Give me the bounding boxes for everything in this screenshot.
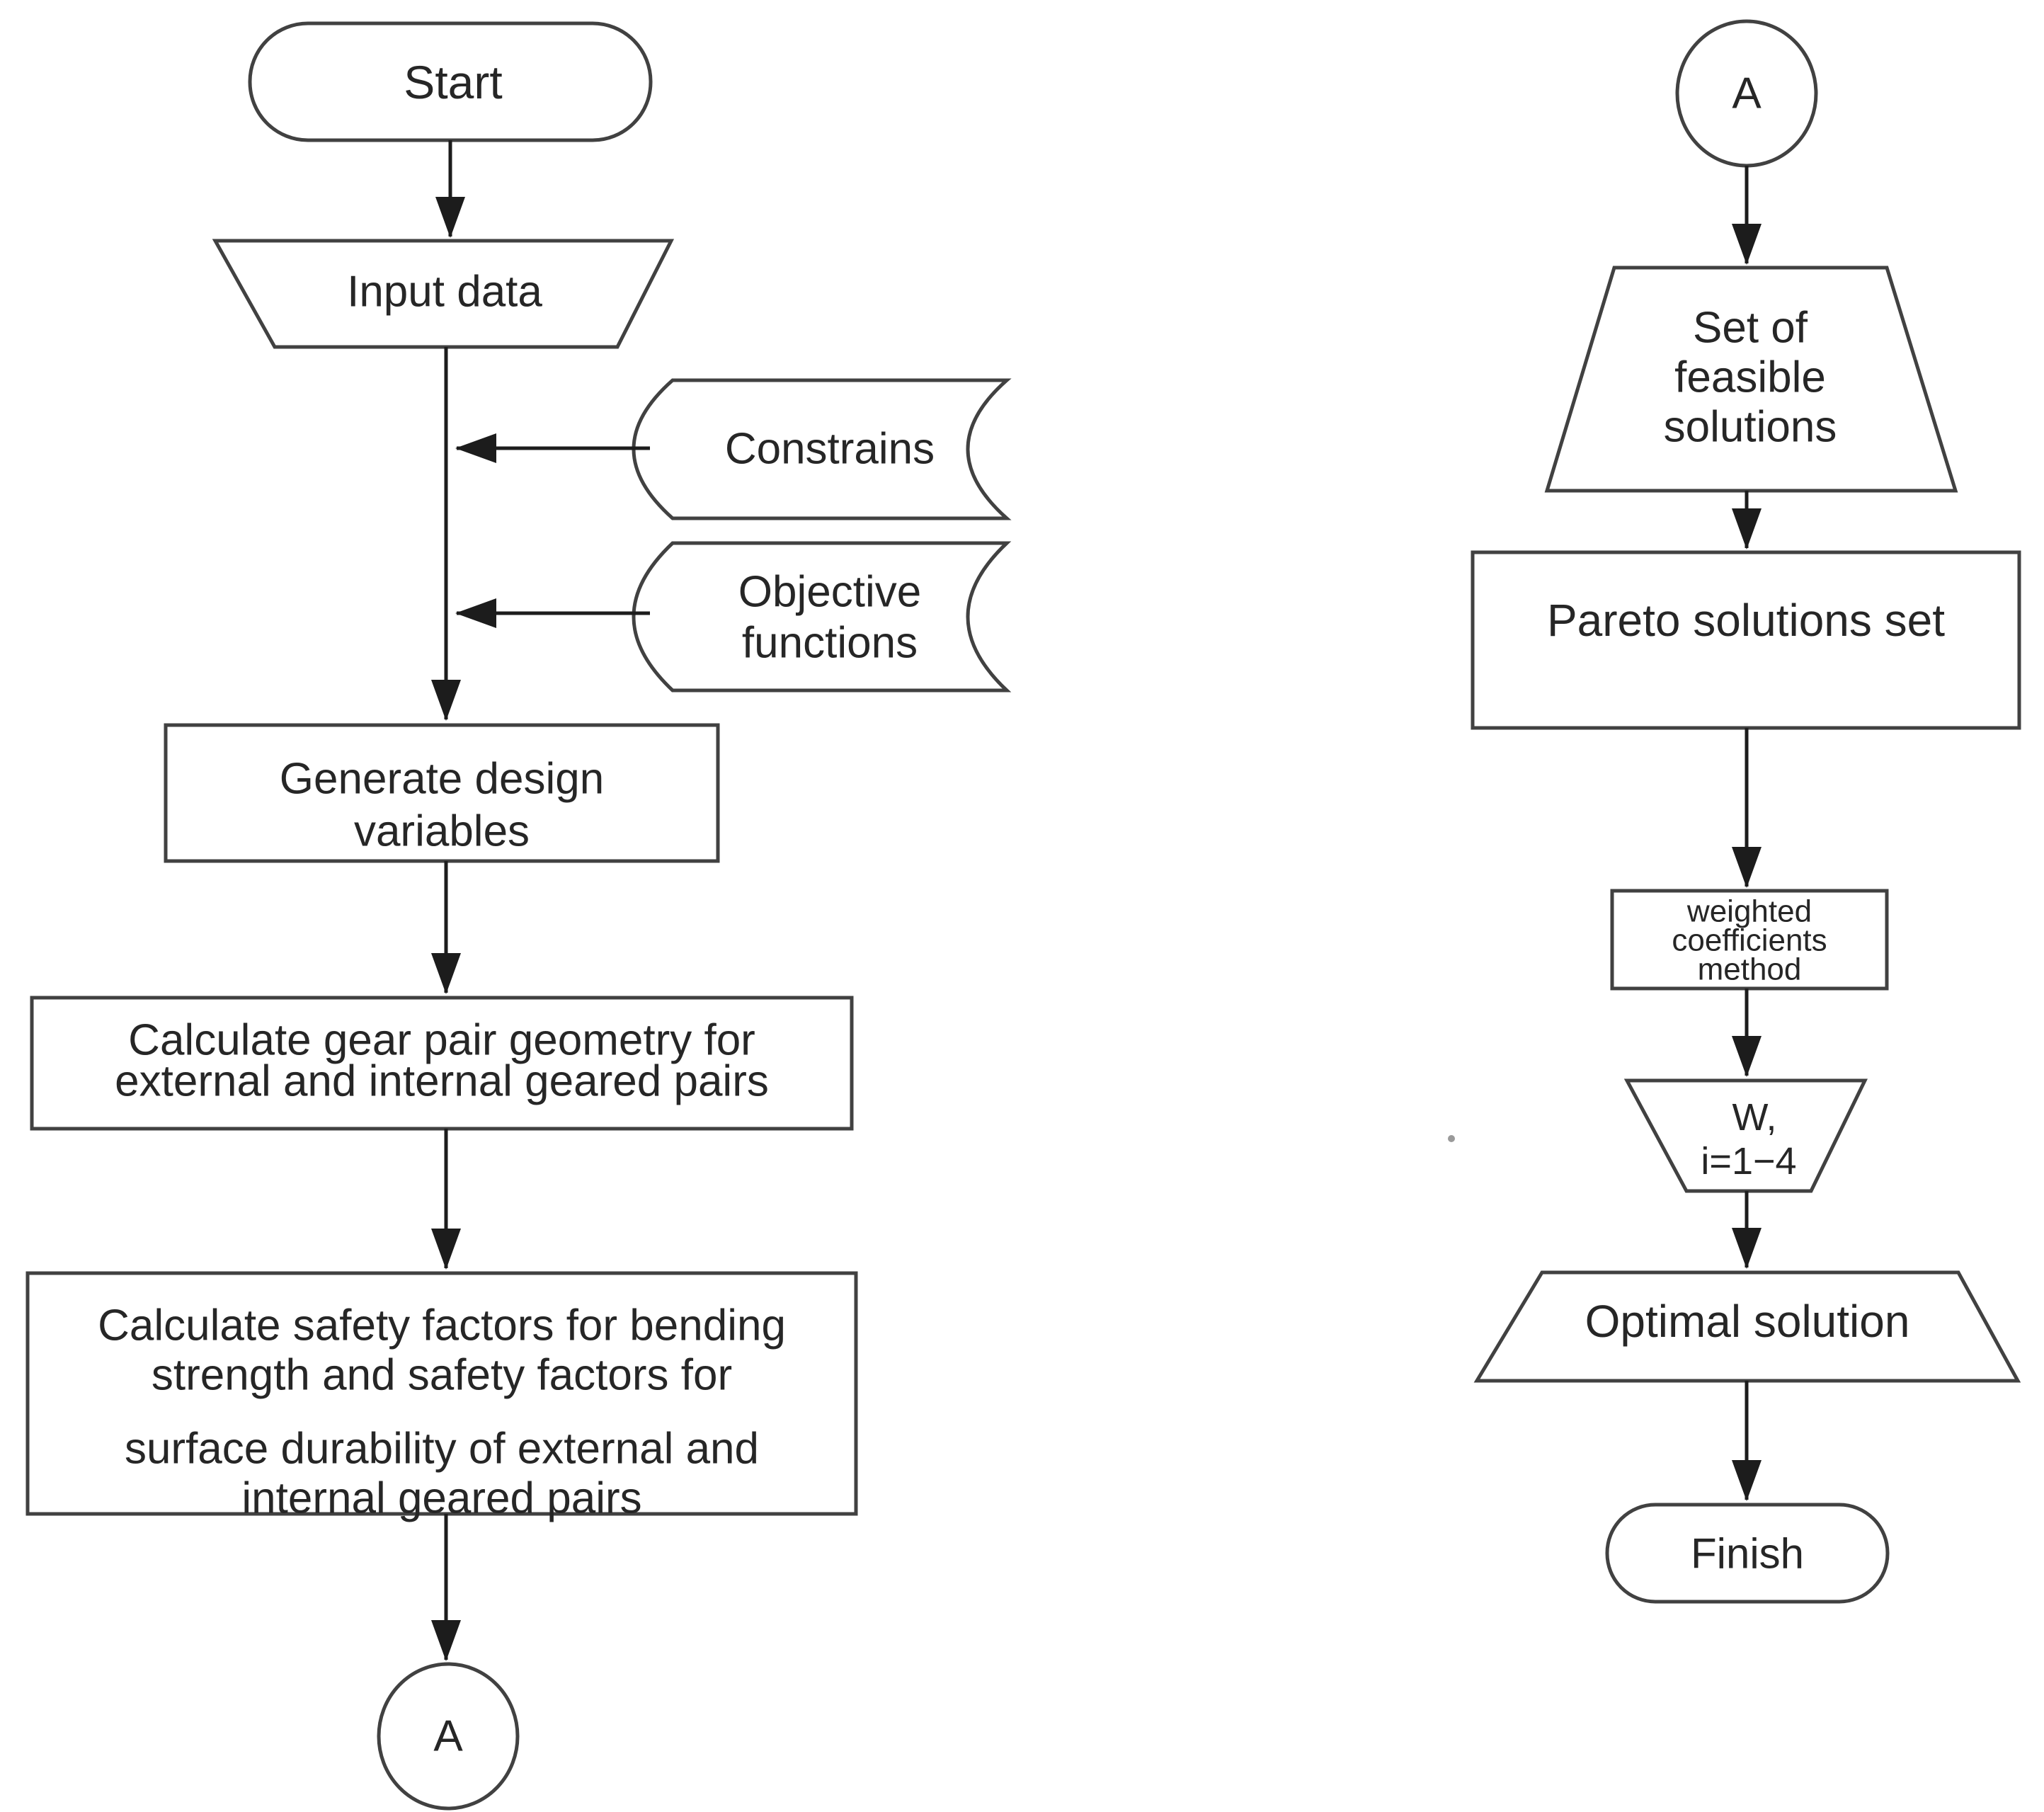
connector-a-right-node: A: [1675, 19, 1818, 168]
optimal-solution-shape: [1473, 1270, 2021, 1383]
feasible-solutions-line2: feasible: [1674, 353, 1826, 402]
optimal-solution-node: Optimal solution: [1473, 1270, 2021, 1383]
calculate-geometry-shape: [30, 996, 854, 1131]
constrains-shape: [632, 378, 1012, 520]
connector-a-left-shape: [377, 1662, 520, 1811]
start-label: Start: [404, 56, 502, 108]
weighted-method-line1: weighted: [1686, 894, 1812, 929]
feasible-solutions-shape: [1544, 266, 1958, 493]
calculate-safety-line3: surface durability of external and: [125, 1425, 759, 1474]
optimal-solution-label: Optimal solution: [1585, 1296, 1910, 1347]
input-data-label: Input data: [347, 268, 542, 317]
weighted-method-node: weighted coefficients method: [1610, 889, 1889, 991]
objective-functions-label-line2: functions: [742, 619, 918, 668]
calculate-safety-line4: internal geared pairs: [241, 1474, 641, 1523]
constrains-node: Constrains: [632, 378, 1012, 520]
input-data-node: Input data: [212, 239, 675, 349]
pareto-node: Pareto solutions set: [1471, 550, 2021, 730]
objective-functions-shape: [632, 541, 1012, 693]
calculate-safety-node: Calculate safety factors for bending str…: [25, 1271, 858, 1523]
calculate-geometry-line2: external and internal geared pairs: [115, 1057, 769, 1106]
weights-node: W, i=1−4: [1623, 1078, 1868, 1193]
finish-node: Finish: [1605, 1503, 1890, 1604]
generate-design-variables-shape: [164, 723, 720, 863]
constrains-label: Constrains: [725, 425, 935, 474]
feasible-solutions-node: Set of feasible solutions: [1544, 266, 1958, 493]
connector-a-right-label: A: [1732, 69, 1762, 118]
feasible-solutions-line1: Set of: [1693, 304, 1808, 353]
calculate-safety-line2: strength and safety factors for: [152, 1351, 732, 1400]
weighted-method-line3: method: [1698, 952, 1802, 987]
calculate-safety-line1: Calculate safety factors for bending: [98, 1301, 786, 1350]
connector-a-left-node: A: [377, 1662, 520, 1811]
pareto-shape: [1471, 550, 2021, 730]
objective-functions-label-line1: Objective: [738, 568, 921, 617]
generate-design-variables-node: Generate design variables: [164, 723, 720, 863]
right-column: A Set of feasible solutions Pareto solut…: [1471, 19, 2021, 1604]
calculate-geometry-node: Calculate gear pair geometry for externa…: [30, 996, 854, 1131]
weights-shape: [1623, 1078, 1868, 1193]
start-node: Start: [248, 21, 653, 142]
left-column: Start Input data Constrains Objective: [25, 21, 1012, 1811]
input-data-shape: [212, 239, 675, 349]
finish-label: Finish: [1691, 1530, 1804, 1578]
scan-speck: [1448, 1135, 1455, 1142]
finish-terminator-shape: [1605, 1503, 1890, 1604]
generate-design-variables-line2: variables: [354, 807, 530, 856]
weighted-method-shape: [1610, 889, 1889, 991]
calculate-geometry-line1: Calculate gear pair geometry for: [128, 1016, 755, 1065]
calculate-safety-shape: [25, 1271, 858, 1516]
pareto-label: Pareto solutions set: [1547, 595, 1945, 646]
generate-design-variables-line1: Generate design: [280, 755, 604, 804]
objective-functions-node: Objective functions: [632, 541, 1012, 693]
connector-a-left-label: A: [433, 1712, 463, 1761]
weighted-method-line2: coefficients: [1672, 923, 1827, 958]
weights-line1: W,: [1732, 1096, 1777, 1139]
feasible-solutions-line3: solutions: [1664, 403, 1837, 452]
weights-line2: i=1−4: [1701, 1140, 1796, 1183]
